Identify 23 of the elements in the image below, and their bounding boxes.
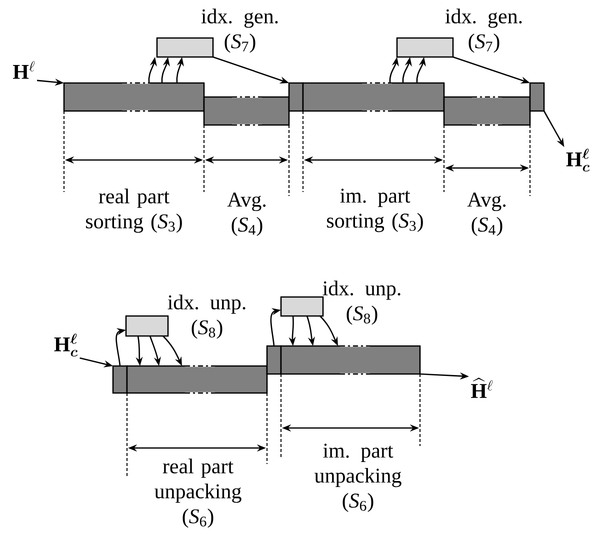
segment-caption: real part unpacking (S$_{6}$) [154, 458, 242, 528]
math-label: $\mathbf{H}^{\ell}$ [12, 61, 35, 79]
segment-caption: idx. gen. (S$_{7}$) [201, 8, 278, 53]
memory-bar [112, 365, 128, 394]
index-box [125, 315, 169, 337]
index-box [396, 37, 454, 58]
segment-caption: idx. gen. (S$_{7}$) [445, 8, 522, 53]
memory-bar [63, 82, 205, 112]
index-box [280, 296, 324, 317]
segment-caption: idx. unp. (S$_{8}$) [168, 294, 246, 339]
memory-bar [529, 82, 545, 112]
memory-bar [266, 345, 282, 375]
memory-bar [288, 82, 304, 112]
segment-caption: Avg. (S$_{4}$) [227, 192, 266, 236]
math-label: $\mathbf{H}_{\boldsymbol{c}}^{\boldsymbol{\ell}}$ [566, 148, 590, 172]
segment-caption: im. part unpacking (S$_{6}$) [314, 444, 402, 512]
segment-caption: real part sorting (S$_{3}$) [86, 188, 182, 233]
segment-caption: Avg. (S$_{4}$) [467, 192, 506, 236]
math-label: $\mathbf{H}_{\boldsymbol{c}}^{\boldsymbol{\ell}}$ [54, 334, 78, 356]
index-box [156, 37, 214, 58]
math-label: $\widehat{\mathbf{H}}^{\ell}$ [471, 378, 493, 398]
segment-caption: idx. unp. (S$_{8}$) [322, 280, 400, 325]
segment-caption: im. part sorting (S$_{3}$) [327, 188, 423, 232]
